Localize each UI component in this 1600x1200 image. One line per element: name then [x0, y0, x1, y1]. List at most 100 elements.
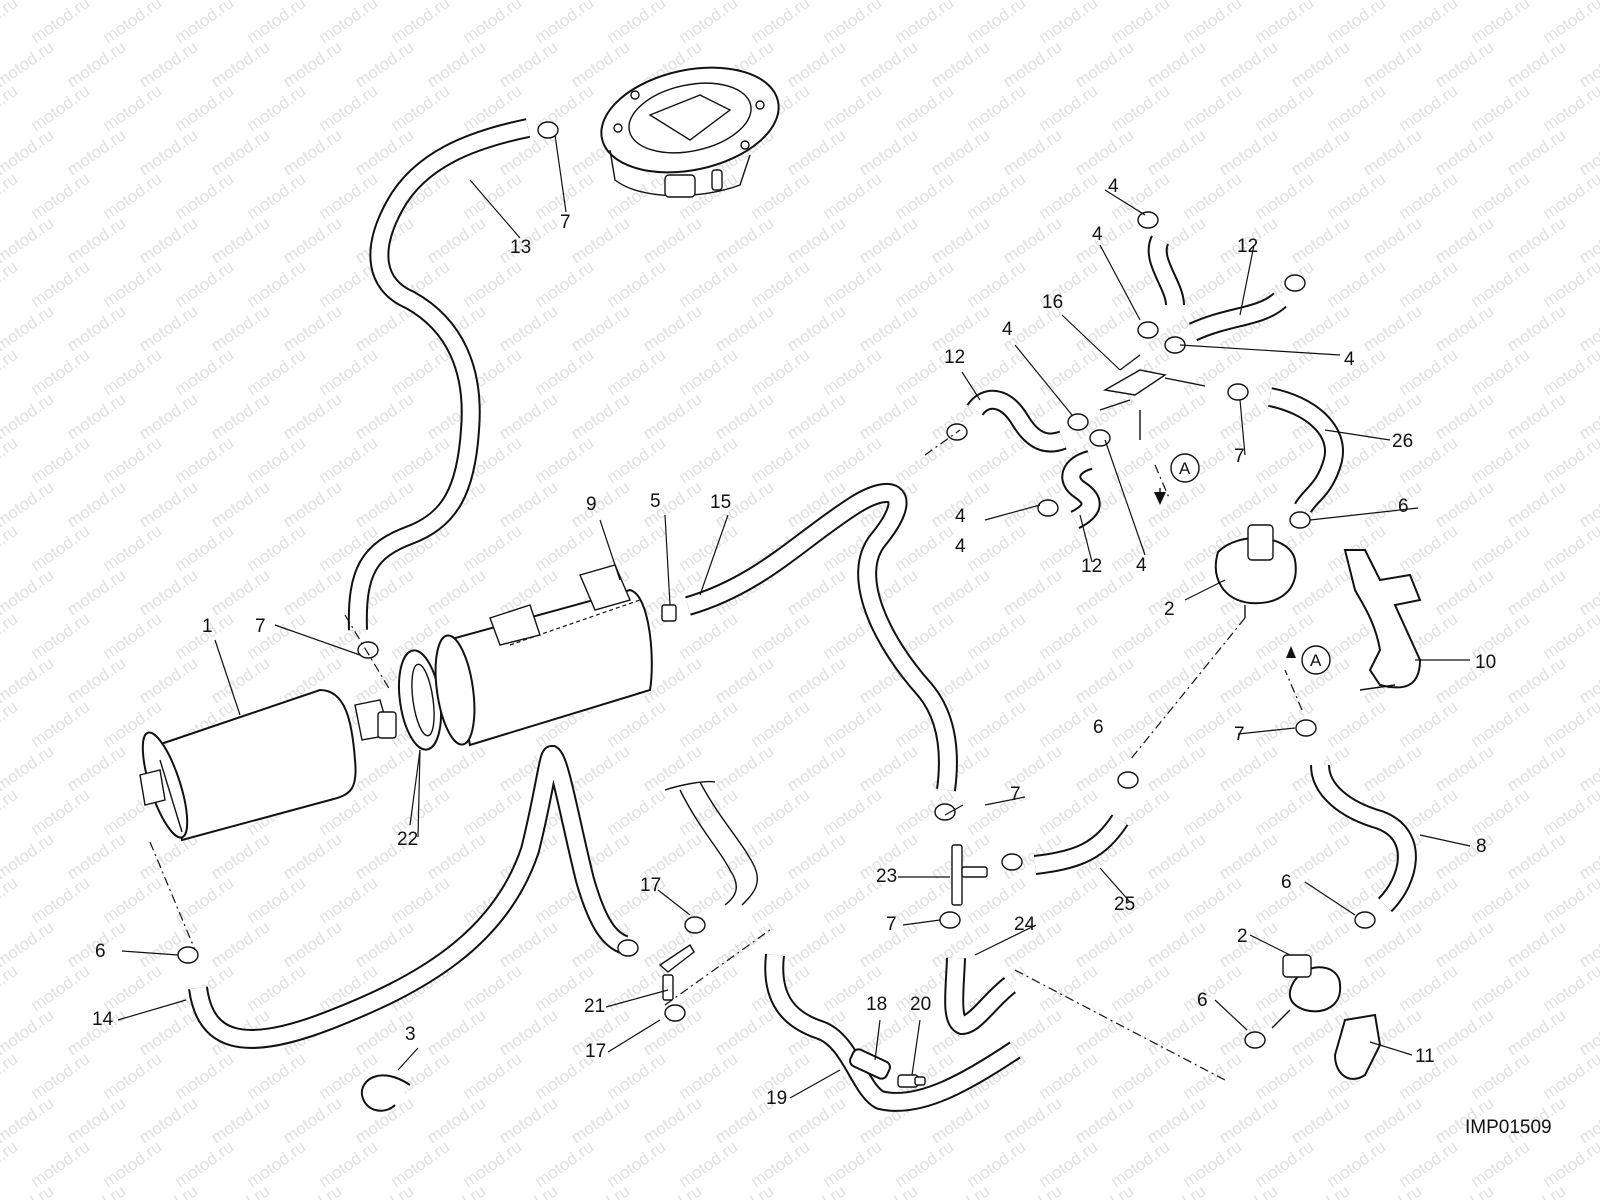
watermark-text: motod.ru: [207, 1093, 273, 1147]
watermark-text: motod.ru: [1035, 697, 1101, 751]
view-a-arrows: [1154, 488, 1296, 658]
watermark-text: motod.ru: [495, 477, 561, 531]
watermark-text: motod.ru: [171, 521, 237, 575]
watermark-text: motod.ru: [1431, 741, 1497, 795]
watermark-text: motod.ru: [783, 829, 849, 883]
watermark-text: motod.ru: [99, 169, 165, 223]
watermark-text: motod.ru: [1143, 37, 1209, 91]
watermark-text: motod.ru: [747, 697, 813, 751]
callout-18: 18: [866, 994, 887, 1015]
watermark-text: motod.ru: [27, 0, 93, 47]
watermark-text: motod.ru: [855, 213, 921, 267]
leader-line: [961, 371, 981, 401]
watermark-text: motod.ru: [1107, 961, 1173, 1015]
watermark-text: motod.ru: [1395, 169, 1461, 223]
watermark-text: motod.ru: [0, 785, 21, 839]
watermark-text: motod.ru: [1539, 521, 1600, 575]
watermark-text: motod.ru: [495, 1181, 561, 1200]
callout-6-e: 6: [1197, 990, 1208, 1011]
watermark-text: motod.ru: [459, 961, 525, 1015]
watermark-text: motod.ru: [783, 917, 849, 971]
watermark-text: motod.ru: [135, 1181, 201, 1200]
watermark-text: motod.ru: [1143, 477, 1209, 531]
watermark-text: motod.ru: [63, 829, 129, 883]
clamp-7: [1001, 853, 1023, 871]
watermark-text: motod.ru: [1215, 829, 1281, 883]
watermark-text: motod.ru: [243, 81, 309, 135]
watermark-text: motod.ru: [783, 37, 849, 91]
watermark-text: motod.ru: [171, 345, 237, 399]
watermark-text: motod.ru: [27, 169, 93, 223]
watermark-text: motod.ru: [1323, 81, 1389, 135]
callout-12-a: 12: [1237, 236, 1258, 257]
watermark-text: motod.ru: [567, 477, 633, 531]
watermark-text: motod.ru: [171, 257, 237, 311]
watermark-text: motod.ru: [1035, 961, 1101, 1015]
leader-line: [664, 514, 671, 606]
watermark-text: motod.ru: [99, 961, 165, 1015]
watermark-text: motod.ru: [207, 653, 273, 707]
watermark-text: motod.ru: [567, 389, 633, 443]
watermark-text: motod.ru: [0, 1181, 57, 1200]
callout-24: 24: [1014, 914, 1036, 935]
watermark-text: motod.ru: [927, 1181, 993, 1200]
watermark-text: motod.ru: [1467, 1049, 1533, 1103]
watermark-text: motod.ru: [531, 433, 597, 487]
watermark-text: motod.ru: [1251, 81, 1317, 135]
hose-15: [685, 483, 958, 792]
watermark-text: motod.ru: [99, 345, 165, 399]
watermark-text: motod.ru: [891, 81, 957, 135]
watermark-text: motod.ru: [135, 477, 201, 531]
watermark-text: motod.ru: [1539, 257, 1600, 311]
watermark-text: motod.ru: [1143, 1005, 1209, 1059]
watermark-text: motod.ru: [603, 1049, 669, 1103]
watermark-text: motod.ru: [747, 609, 813, 663]
callout-7-f: 7: [886, 914, 897, 935]
watermark-text: motod.ru: [1467, 961, 1533, 1015]
watermark-text: motod.ru: [1287, 125, 1353, 179]
watermark-text: motod.ru: [459, 169, 525, 223]
leader-line: [1369, 1041, 1413, 1056]
watermark-text: motod.ru: [1431, 829, 1497, 883]
watermark-text: motod.ru: [1179, 169, 1245, 223]
watermark-text: motod.ru: [1575, 741, 1600, 795]
watermark-text: motod.ru: [783, 213, 849, 267]
watermark-text: motod.ru: [1143, 389, 1209, 443]
watermark-text: motod.ru: [819, 169, 885, 223]
watermark-text: motod.ru: [1179, 81, 1245, 135]
watermark-text: motod.ru: [999, 1093, 1065, 1147]
watermark-text: motod.ru: [63, 565, 129, 619]
watermark-text: motod.ru: [603, 169, 669, 223]
watermark-text: motod.ru: [1251, 785, 1317, 839]
watermark-text: motod.ru: [783, 1093, 849, 1147]
watermark-text: motod.ru: [63, 1181, 129, 1200]
watermark-text: motod.ru: [351, 37, 417, 91]
callout-10: 10: [1475, 652, 1496, 673]
watermark-text: motod.ru: [1575, 125, 1600, 179]
watermark-text: motod.ru: [531, 345, 597, 399]
watermark-text: motod.ru: [675, 345, 741, 399]
watermark-text: motod.ru: [243, 521, 309, 575]
watermark-text: motod.ru: [243, 169, 309, 223]
watermark-text: motod.ru: [1035, 1137, 1101, 1191]
watermark-text: motod.ru: [0, 257, 21, 311]
hose-19: [764, 953, 1021, 1112]
watermark-text: motod.ru: [891, 521, 957, 575]
watermark-text: motod.ru: [819, 257, 885, 311]
watermark-text: motod.ru: [1323, 257, 1389, 311]
watermark-text: motod.ru: [207, 389, 273, 443]
clip-18: [849, 1048, 891, 1080]
watermark-text: motod.ru: [387, 433, 453, 487]
watermark-text: motod.ru: [531, 521, 597, 575]
watermark-text: motod.ru: [1539, 697, 1600, 751]
watermark-text: motod.ru: [603, 0, 669, 47]
watermark-text: motod.ru: [243, 1137, 309, 1191]
watermark-text: motod.ru: [1359, 37, 1425, 91]
watermark-text: motod.ru: [1215, 477, 1281, 531]
watermark-text: motod.ru: [387, 81, 453, 135]
clamp-7: [1227, 383, 1249, 401]
watermark-text: motod.ru: [99, 609, 165, 663]
watermark-text: motod.ru: [1071, 213, 1137, 267]
watermark-text: motod.ru: [1215, 653, 1281, 707]
watermark-text: motod.ru: [1539, 433, 1600, 487]
